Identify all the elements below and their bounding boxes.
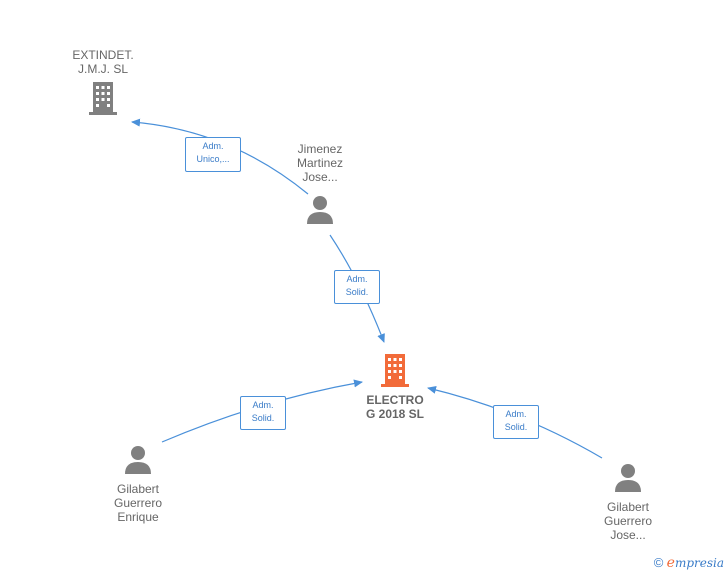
building-icon bbox=[89, 82, 117, 115]
node-electro[interactable]: ELECTRO G 2018 SL bbox=[345, 352, 445, 421]
node-gilabert-jose-label: Gilabert Guerrero Jose... bbox=[603, 500, 653, 542]
person-icon bbox=[125, 446, 151, 474]
edge-label-jose-electro[interactable]: Adm. Solid. bbox=[493, 405, 539, 439]
edge-label-jimenez-electro[interactable]: Adm. Solid. bbox=[334, 270, 380, 304]
edge-label-enrique-electro[interactable]: Adm. Solid. bbox=[240, 396, 286, 430]
node-gilabert-enrique-label: Gilabert Guerrero Enrique bbox=[113, 482, 163, 524]
person-icon bbox=[307, 196, 333, 224]
node-electro-label: ELECTRO G 2018 SL bbox=[365, 393, 425, 421]
node-extindet-label: EXTINDET. J.M.J. SL bbox=[72, 48, 134, 76]
empresia-watermark: © empresia bbox=[654, 555, 724, 571]
node-jimenez-label: Jimenez Martinez Jose... bbox=[296, 142, 343, 184]
brand-initial: e bbox=[666, 555, 675, 571]
person-icon bbox=[615, 464, 641, 492]
brand-name: mpresia bbox=[674, 556, 724, 570]
building-icon bbox=[381, 354, 409, 387]
copyright-symbol: © bbox=[653, 555, 664, 570]
node-jimenez[interactable]: Jimenez Martinez Jose... bbox=[270, 142, 370, 231]
node-gilabert-enrique[interactable]: Gilabert Guerrero Enrique bbox=[88, 444, 188, 524]
node-gilabert-jose[interactable]: Gilabert Guerrero Jose... bbox=[578, 462, 678, 542]
edge-label-jimenez-extindet[interactable]: Adm. Unico,... bbox=[185, 137, 241, 172]
node-extindet[interactable]: EXTINDET. J.M.J. SL bbox=[48, 48, 158, 121]
